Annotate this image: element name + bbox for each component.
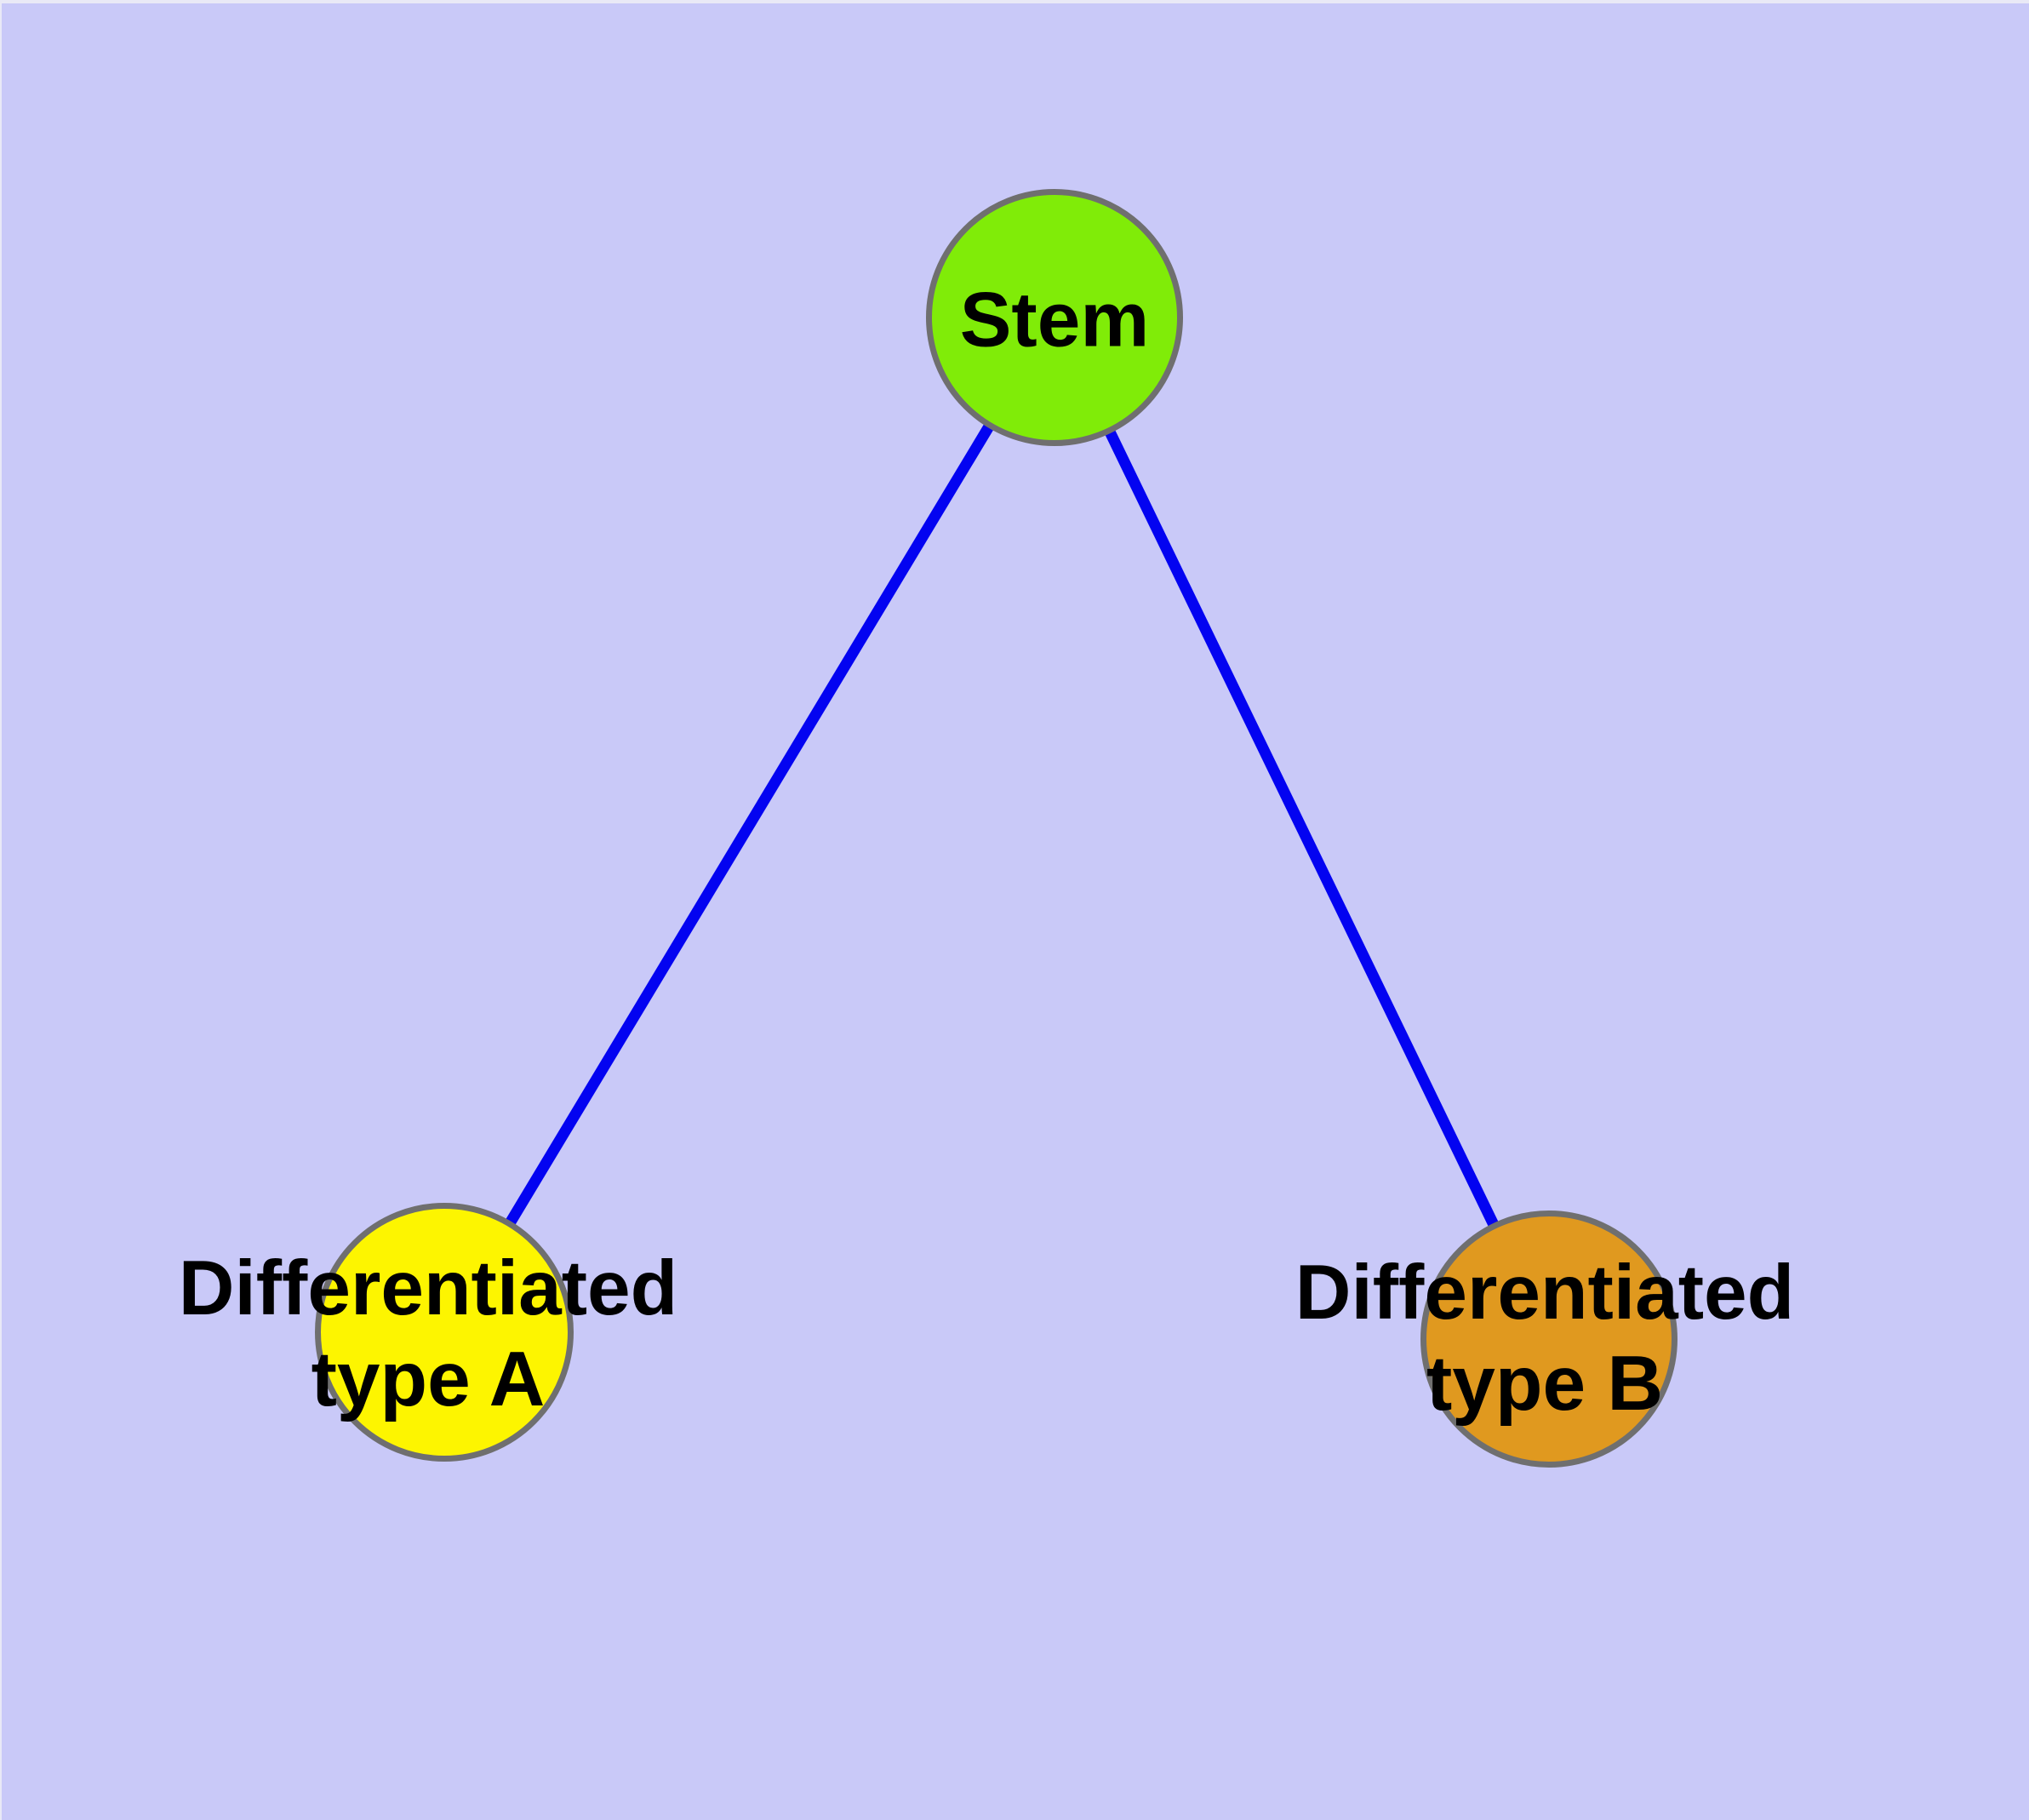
- edge-stem-to-type-a: [439, 314, 1060, 1336]
- node-stem: [926, 189, 1183, 446]
- node-stem-label-line-1: Stem: [959, 277, 1150, 363]
- node-stem-label: Stem: [960, 275, 1150, 366]
- canvas-left-edge: [0, 0, 2, 1820]
- node-differentiated-type-b-label: Differentiated type B: [1295, 1247, 1795, 1429]
- node-differentiated-type-a-label: Differentiated type A: [179, 1243, 678, 1425]
- edge-stem-to-type-b: [1049, 315, 1554, 1342]
- canvas-top-edge: [0, 0, 2029, 3]
- node-differentiated-type-b: [1420, 1210, 1677, 1468]
- node-type-b-label-line-1: Differentiated: [1295, 1250, 1795, 1336]
- node-differentiated-type-a: [315, 1203, 574, 1462]
- node-type-b-label-line-2: type B: [1426, 1341, 1664, 1427]
- node-type-a-label-line-2: type A: [311, 1336, 546, 1422]
- node-type-a-label-line-1: Differentiated: [178, 1245, 678, 1331]
